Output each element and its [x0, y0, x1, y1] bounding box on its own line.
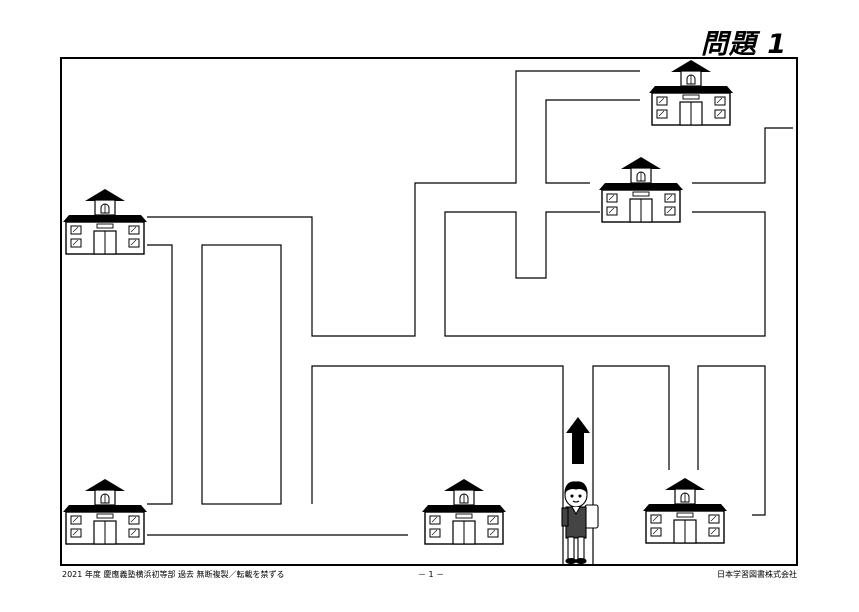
school-building-bottom-right: [642, 477, 728, 544]
school-building-middle-right: [598, 156, 684, 223]
school-building-bottom-left: [62, 478, 148, 545]
footer-page-number: － 1 －: [418, 570, 445, 579]
problem-title: 問題 1: [700, 29, 787, 60]
up-arrow-icon: [566, 417, 590, 464]
school-building-left: [62, 188, 148, 255]
school-building-top-right: [648, 59, 734, 126]
worksheet-frame: [60, 57, 798, 566]
school-building-bottom-center: [421, 478, 507, 545]
maze-walls: [147, 70, 793, 565]
footer-copyright: 2021 年度 慶應義塾横浜初等部 過去 無断複製／転載を禁ずる: [62, 570, 285, 579]
child-student-icon: [561, 481, 599, 565]
footer-publisher: 日本学習図書株式会社: [717, 570, 797, 579]
